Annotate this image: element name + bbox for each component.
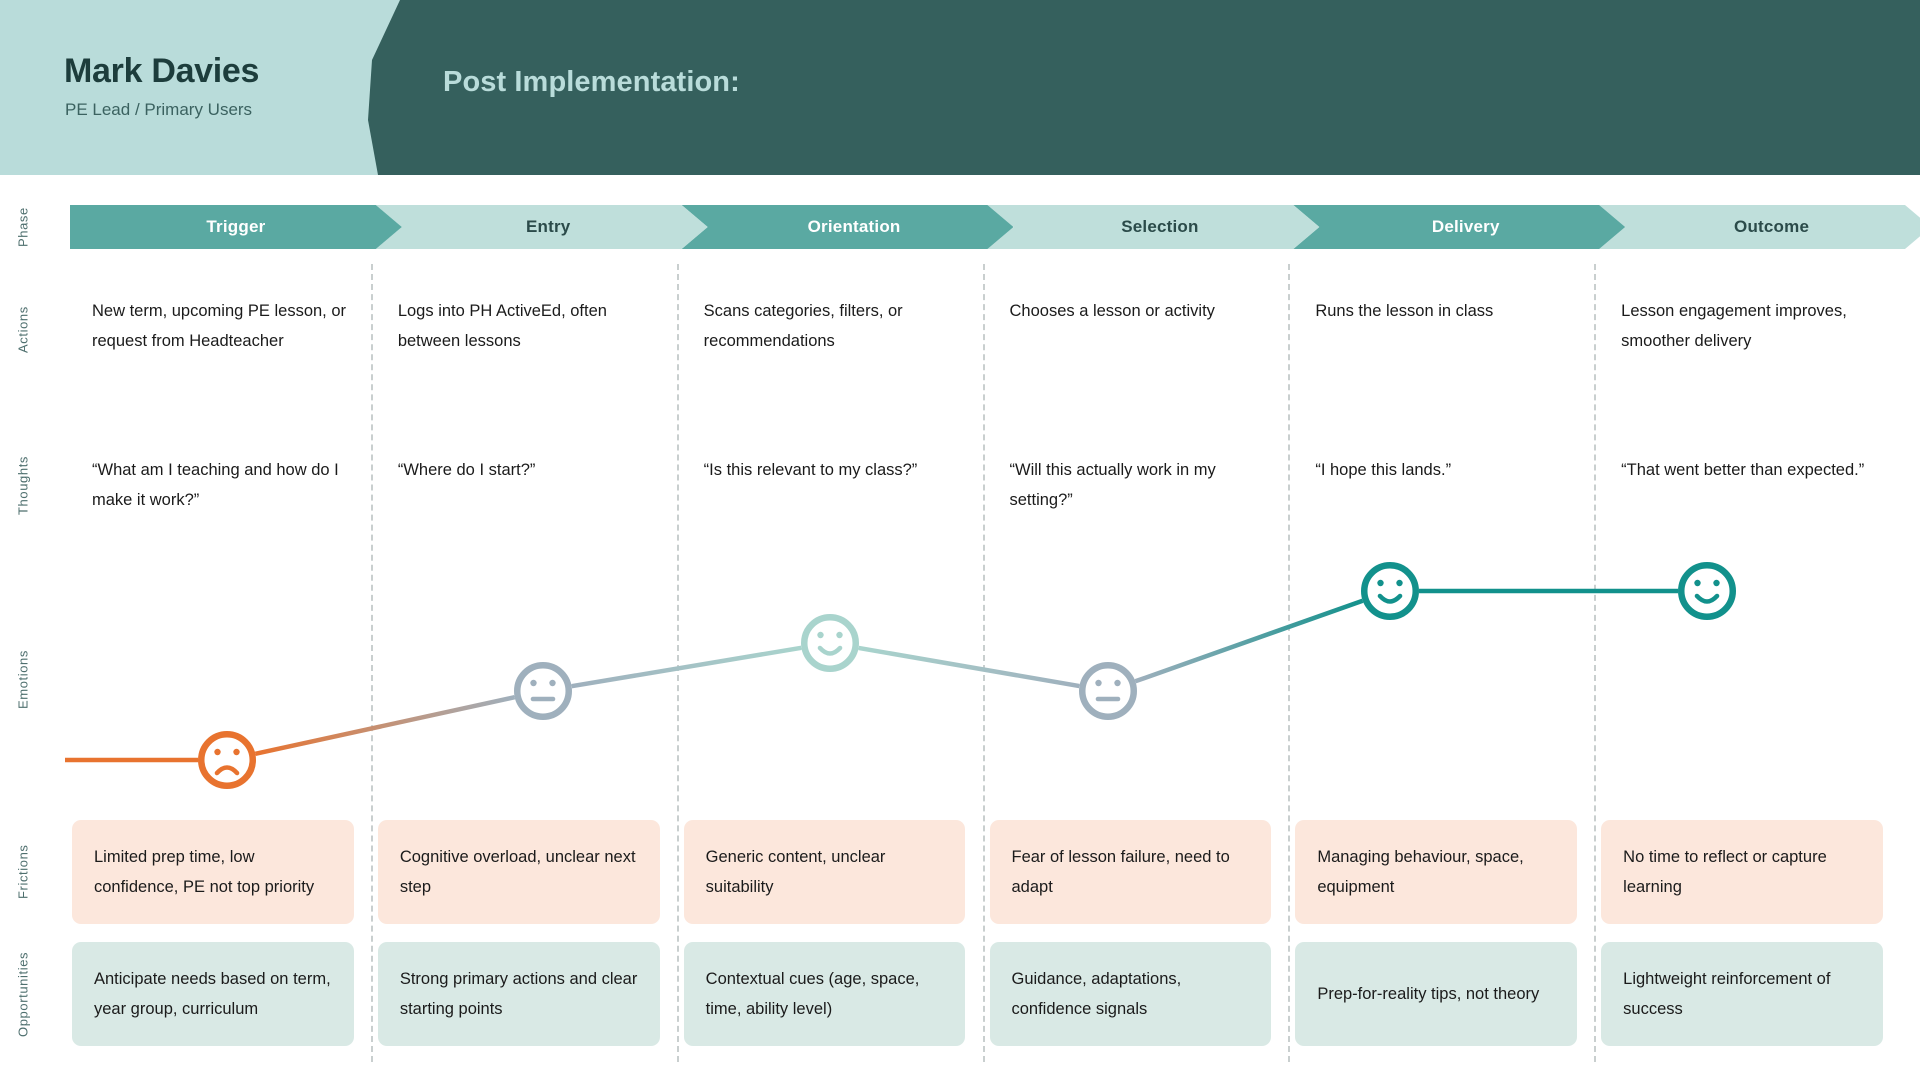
thought-cell: “What am I teaching and how do I make it… [92, 461, 339, 509]
opportunity-card[interactable]: Strong primary actions and clear startin… [377, 942, 660, 1046]
phase-chevron-trigger[interactable]: Trigger [70, 205, 402, 249]
emotion-line-segment [254, 694, 516, 757]
phase-bar: Trigger Entry Orientation Selection Delivery… [70, 205, 1905, 249]
persona-name: Mark Davies [64, 52, 260, 90]
action-cell: Chooses a lesson or activity [1009, 302, 1215, 320]
emotion-face-happy-icon[interactable] [1361, 562, 1419, 620]
emotion-line-segment [571, 645, 802, 689]
emotion-line-segment [858, 645, 1080, 689]
phase-chevron-delivery[interactable]: Delivery [1293, 205, 1625, 249]
thought-cell: “Where do I start?” [397, 461, 536, 479]
friction-card[interactable]: Fear of lesson failure, need to adapt [989, 820, 1272, 924]
persona-role: PE Lead / Primary Users [65, 100, 253, 119]
opportunity-card[interactable]: Lightweight reinforcement of success [1601, 942, 1883, 1046]
phase-label: Entry [526, 217, 571, 236]
emotion-face-happy-icon[interactable] [801, 614, 859, 672]
row-label-frictions: Frictions [15, 844, 31, 900]
header: Mark Davies PE Lead / Primary Users Post… [0, 0, 1920, 175]
thought-cell: “Is this relevant to my class?” [703, 461, 918, 479]
phase-label: Delivery [1431, 217, 1500, 236]
row-label-opportunities: Opportunities [15, 951, 31, 1037]
row-label-thoughts: Thoughts [15, 455, 31, 515]
row-label-phase: Phase [15, 207, 31, 247]
phase-label: Selection [1121, 217, 1199, 236]
phase-chevron-entry[interactable]: Entry [376, 205, 708, 249]
emotion-line-segment [1134, 598, 1364, 684]
thought-cell: “Will this actually work in my setting?” [1009, 461, 1216, 509]
phase-label: Trigger [206, 217, 266, 236]
column-separator [1594, 264, 1597, 1062]
thought-cell: “I hope this lands.” [1315, 461, 1452, 479]
action-cell: Runs the lesson in class [1315, 302, 1494, 320]
friction-card[interactable]: Cognitive overload, unclear next step [377, 820, 660, 924]
opportunity-card[interactable]: Anticipate needs based on term, year gro… [72, 942, 354, 1046]
friction-card[interactable]: Limited prep time, low confidence, PE no… [72, 820, 354, 924]
friction-card[interactable]: Generic content, unclear suitability [683, 820, 966, 924]
action-cell: Logs into PH ActiveEd, often between les… [397, 302, 607, 350]
emotion-face-neutral-icon[interactable] [514, 662, 572, 720]
header-persona-panel [0, 0, 400, 175]
thought-cell: “That went better than expected.” [1621, 461, 1865, 479]
action-cell: New term, upcoming PE lesson, or request… [92, 302, 347, 350]
action-cell: Lesson engagement improves, smoother del… [1621, 302, 1847, 350]
phase-chevron-orientation[interactable]: Orientation [682, 205, 1014, 249]
column-separator [676, 264, 679, 1062]
friction-card[interactable]: No time to reflect or capture learning [1601, 820, 1883, 924]
row-label-actions: Actions [15, 306, 31, 354]
phase-chevron-selection[interactable]: Selection [988, 205, 1320, 249]
column-separator [982, 264, 985, 1062]
phase-label: Orientation [807, 217, 901, 236]
opportunity-card[interactable]: Contextual cues (age, space, time, abili… [683, 942, 966, 1046]
emotion-face-happy-icon[interactable] [1678, 562, 1736, 620]
row-label-emotions: Emotions [15, 650, 31, 710]
action-cell: Scans categories, filters, or recommenda… [703, 302, 903, 350]
opportunity-card[interactable]: Guidance, adaptations, confidence signal… [989, 942, 1272, 1046]
column-separator [370, 264, 373, 1062]
phase-chevron-outcome[interactable]: Outcome [1599, 205, 1920, 249]
friction-card[interactable]: Managing behaviour, space, equipment [1295, 820, 1578, 924]
opportunity-card[interactable]: Prep-for-reality tips, not theory [1295, 942, 1578, 1046]
column-separator [1288, 264, 1291, 1062]
page-title: Post Implementation: [443, 66, 740, 98]
emotion-face-sad-icon[interactable] [198, 731, 256, 789]
emotion-face-neutral-icon[interactable] [1079, 662, 1137, 720]
phase-label: Outcome [1734, 217, 1810, 236]
